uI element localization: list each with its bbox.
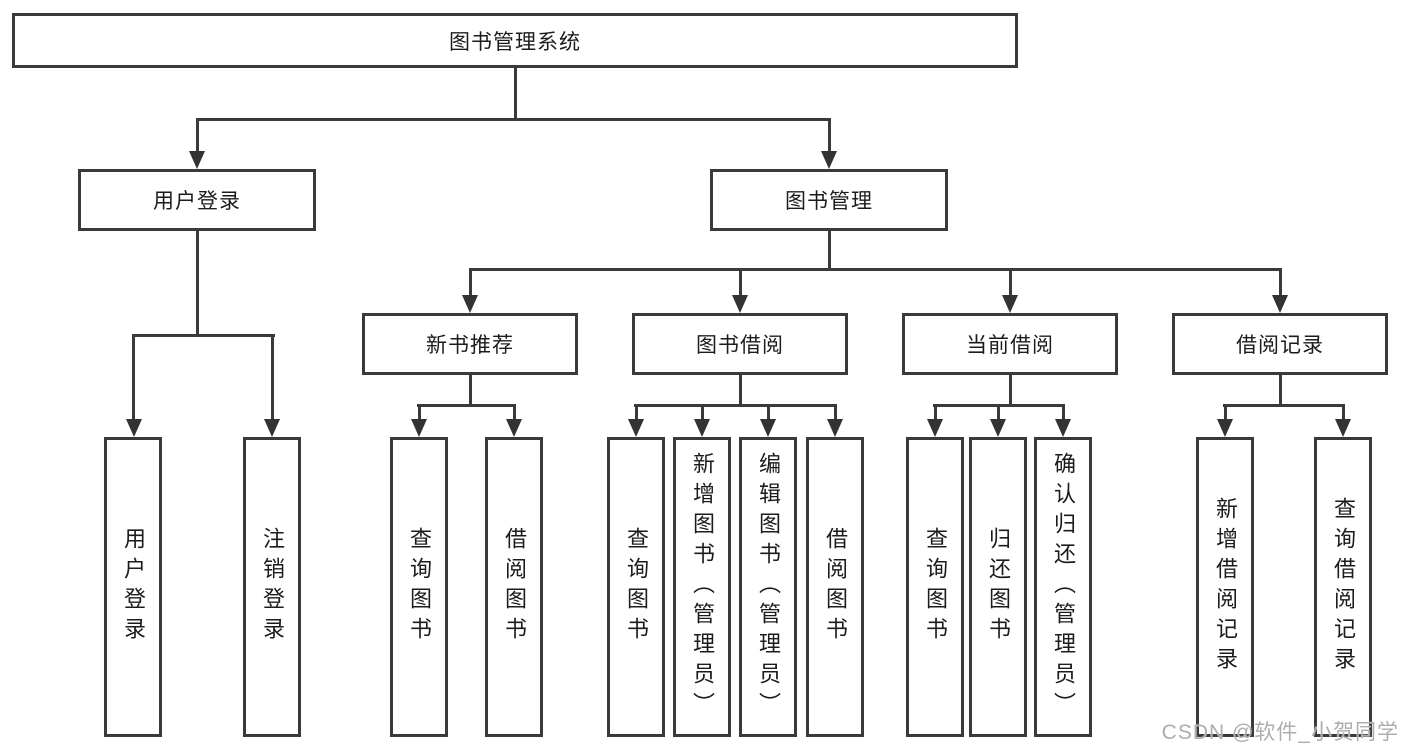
node-borrow-record: 借阅记录 (1172, 313, 1388, 375)
connector-line (828, 118, 831, 154)
leaf-query-book-current: 查询图书 (906, 437, 964, 737)
arrow-down-icon (1335, 419, 1351, 437)
node-book-management-label: 图书管理 (785, 190, 873, 213)
connector-line (469, 268, 472, 298)
leaf-user-login-label: 用户登录 (121, 527, 146, 647)
connector-line (1279, 268, 1282, 298)
arrow-down-icon (264, 419, 280, 437)
leaf-query-borrow-record: 查询借阅记录 (1314, 437, 1372, 737)
leaf-add-book-admin-label: 新增图书（管理员） (690, 452, 715, 722)
connector-line (1062, 404, 1065, 421)
connector-line (469, 268, 1282, 271)
connector-line (828, 229, 831, 271)
leaf-logout: 注销登录 (243, 437, 301, 737)
leaf-confirm-return-admin: 确认归还（管理员） (1034, 437, 1092, 737)
node-current-borrow: 当前借阅 (902, 313, 1118, 375)
node-borrow-record-label: 借阅记录 (1236, 334, 1324, 357)
leaf-borrow-book-recommend: 借阅图书 (485, 437, 543, 737)
connector-line (1009, 268, 1012, 298)
connector-line (514, 65, 517, 121)
connector-line (196, 118, 831, 121)
node-book-borrow-label: 图书借阅 (696, 334, 784, 357)
node-book-borrow: 图书借阅 (632, 313, 848, 375)
arrow-down-icon (126, 419, 142, 437)
connector-line (132, 334, 135, 421)
leaf-borrow-book-recommend-label: 借阅图书 (502, 527, 527, 647)
connector-line (1342, 404, 1345, 421)
arrow-down-icon (927, 419, 943, 437)
leaf-user-login: 用户登录 (104, 437, 162, 737)
connector-line (417, 404, 516, 407)
connector-line (196, 229, 199, 337)
leaf-add-book-admin: 新增图书（管理员） (673, 437, 731, 737)
arrow-down-icon (189, 151, 205, 169)
node-user-login: 用户登录 (78, 169, 316, 231)
arrow-down-icon (1055, 419, 1071, 437)
node-root-label: 图书管理系统 (449, 30, 581, 54)
connector-line (934, 404, 937, 421)
leaf-borrow-book-borrow: 借阅图书 (806, 437, 864, 737)
connector-line (418, 404, 421, 421)
arrow-down-icon (760, 419, 776, 437)
connector-line (634, 404, 837, 407)
leaf-query-book-recommend-label: 查询图书 (407, 527, 432, 647)
connector-line (834, 404, 837, 421)
connector-line (132, 334, 275, 337)
connector-line (739, 268, 742, 298)
arrow-down-icon (628, 419, 644, 437)
node-current-borrow-label: 当前借阅 (966, 334, 1054, 357)
leaf-edit-book-admin: 编辑图书（管理员） (739, 437, 797, 737)
connector-line (271, 334, 274, 421)
arrow-down-icon (821, 151, 837, 169)
arrow-down-icon (462, 295, 478, 313)
watermark: CSDN @软件_小贺同学 (1161, 721, 1399, 744)
arrow-down-icon (411, 419, 427, 437)
leaf-add-borrow-record-label: 新增借阅记录 (1213, 497, 1238, 677)
leaf-query-book-current-label: 查询图书 (923, 527, 948, 647)
arrow-down-icon (990, 419, 1006, 437)
arrow-down-icon (1272, 295, 1288, 313)
leaf-query-book-borrow: 查询图书 (607, 437, 665, 737)
leaf-confirm-return-admin-label: 确认归还（管理员） (1051, 452, 1076, 722)
node-user-login-label: 用户登录 (153, 190, 241, 213)
connector-line (997, 404, 1000, 421)
arrow-down-icon (506, 419, 522, 437)
connector-line (1009, 373, 1012, 407)
node-new-book-recommend: 新书推荐 (362, 313, 578, 375)
connector-line (701, 404, 704, 421)
arrow-down-icon (694, 419, 710, 437)
leaf-borrow-book-borrow-label: 借阅图书 (823, 527, 848, 647)
connector-line (196, 118, 199, 154)
leaf-query-book-borrow-label: 查询图书 (624, 527, 649, 647)
leaf-edit-book-admin-label: 编辑图书（管理员） (756, 452, 781, 722)
connector-line (767, 404, 770, 421)
arrow-down-icon (1002, 295, 1018, 313)
connector-line (1279, 373, 1282, 407)
connector-line (1224, 404, 1227, 421)
arrow-down-icon (827, 419, 843, 437)
connector-line (513, 404, 516, 421)
leaf-query-book-recommend: 查询图书 (390, 437, 448, 737)
leaf-query-borrow-record-label: 查询借阅记录 (1331, 497, 1356, 677)
connector-line (469, 373, 472, 407)
leaf-logout-label: 注销登录 (260, 527, 285, 647)
connector-line (739, 373, 742, 407)
arrow-down-icon (1217, 419, 1233, 437)
node-book-management: 图书管理 (710, 169, 948, 231)
connector-line (1223, 404, 1345, 407)
leaf-return-book-label: 归还图书 (986, 527, 1011, 647)
connector-line (635, 404, 638, 421)
leaf-add-borrow-record: 新增借阅记录 (1196, 437, 1254, 737)
node-new-book-recommend-label: 新书推荐 (426, 334, 514, 357)
leaf-return-book: 归还图书 (969, 437, 1027, 737)
arrow-down-icon (732, 295, 748, 313)
node-root: 图书管理系统 (12, 13, 1018, 68)
